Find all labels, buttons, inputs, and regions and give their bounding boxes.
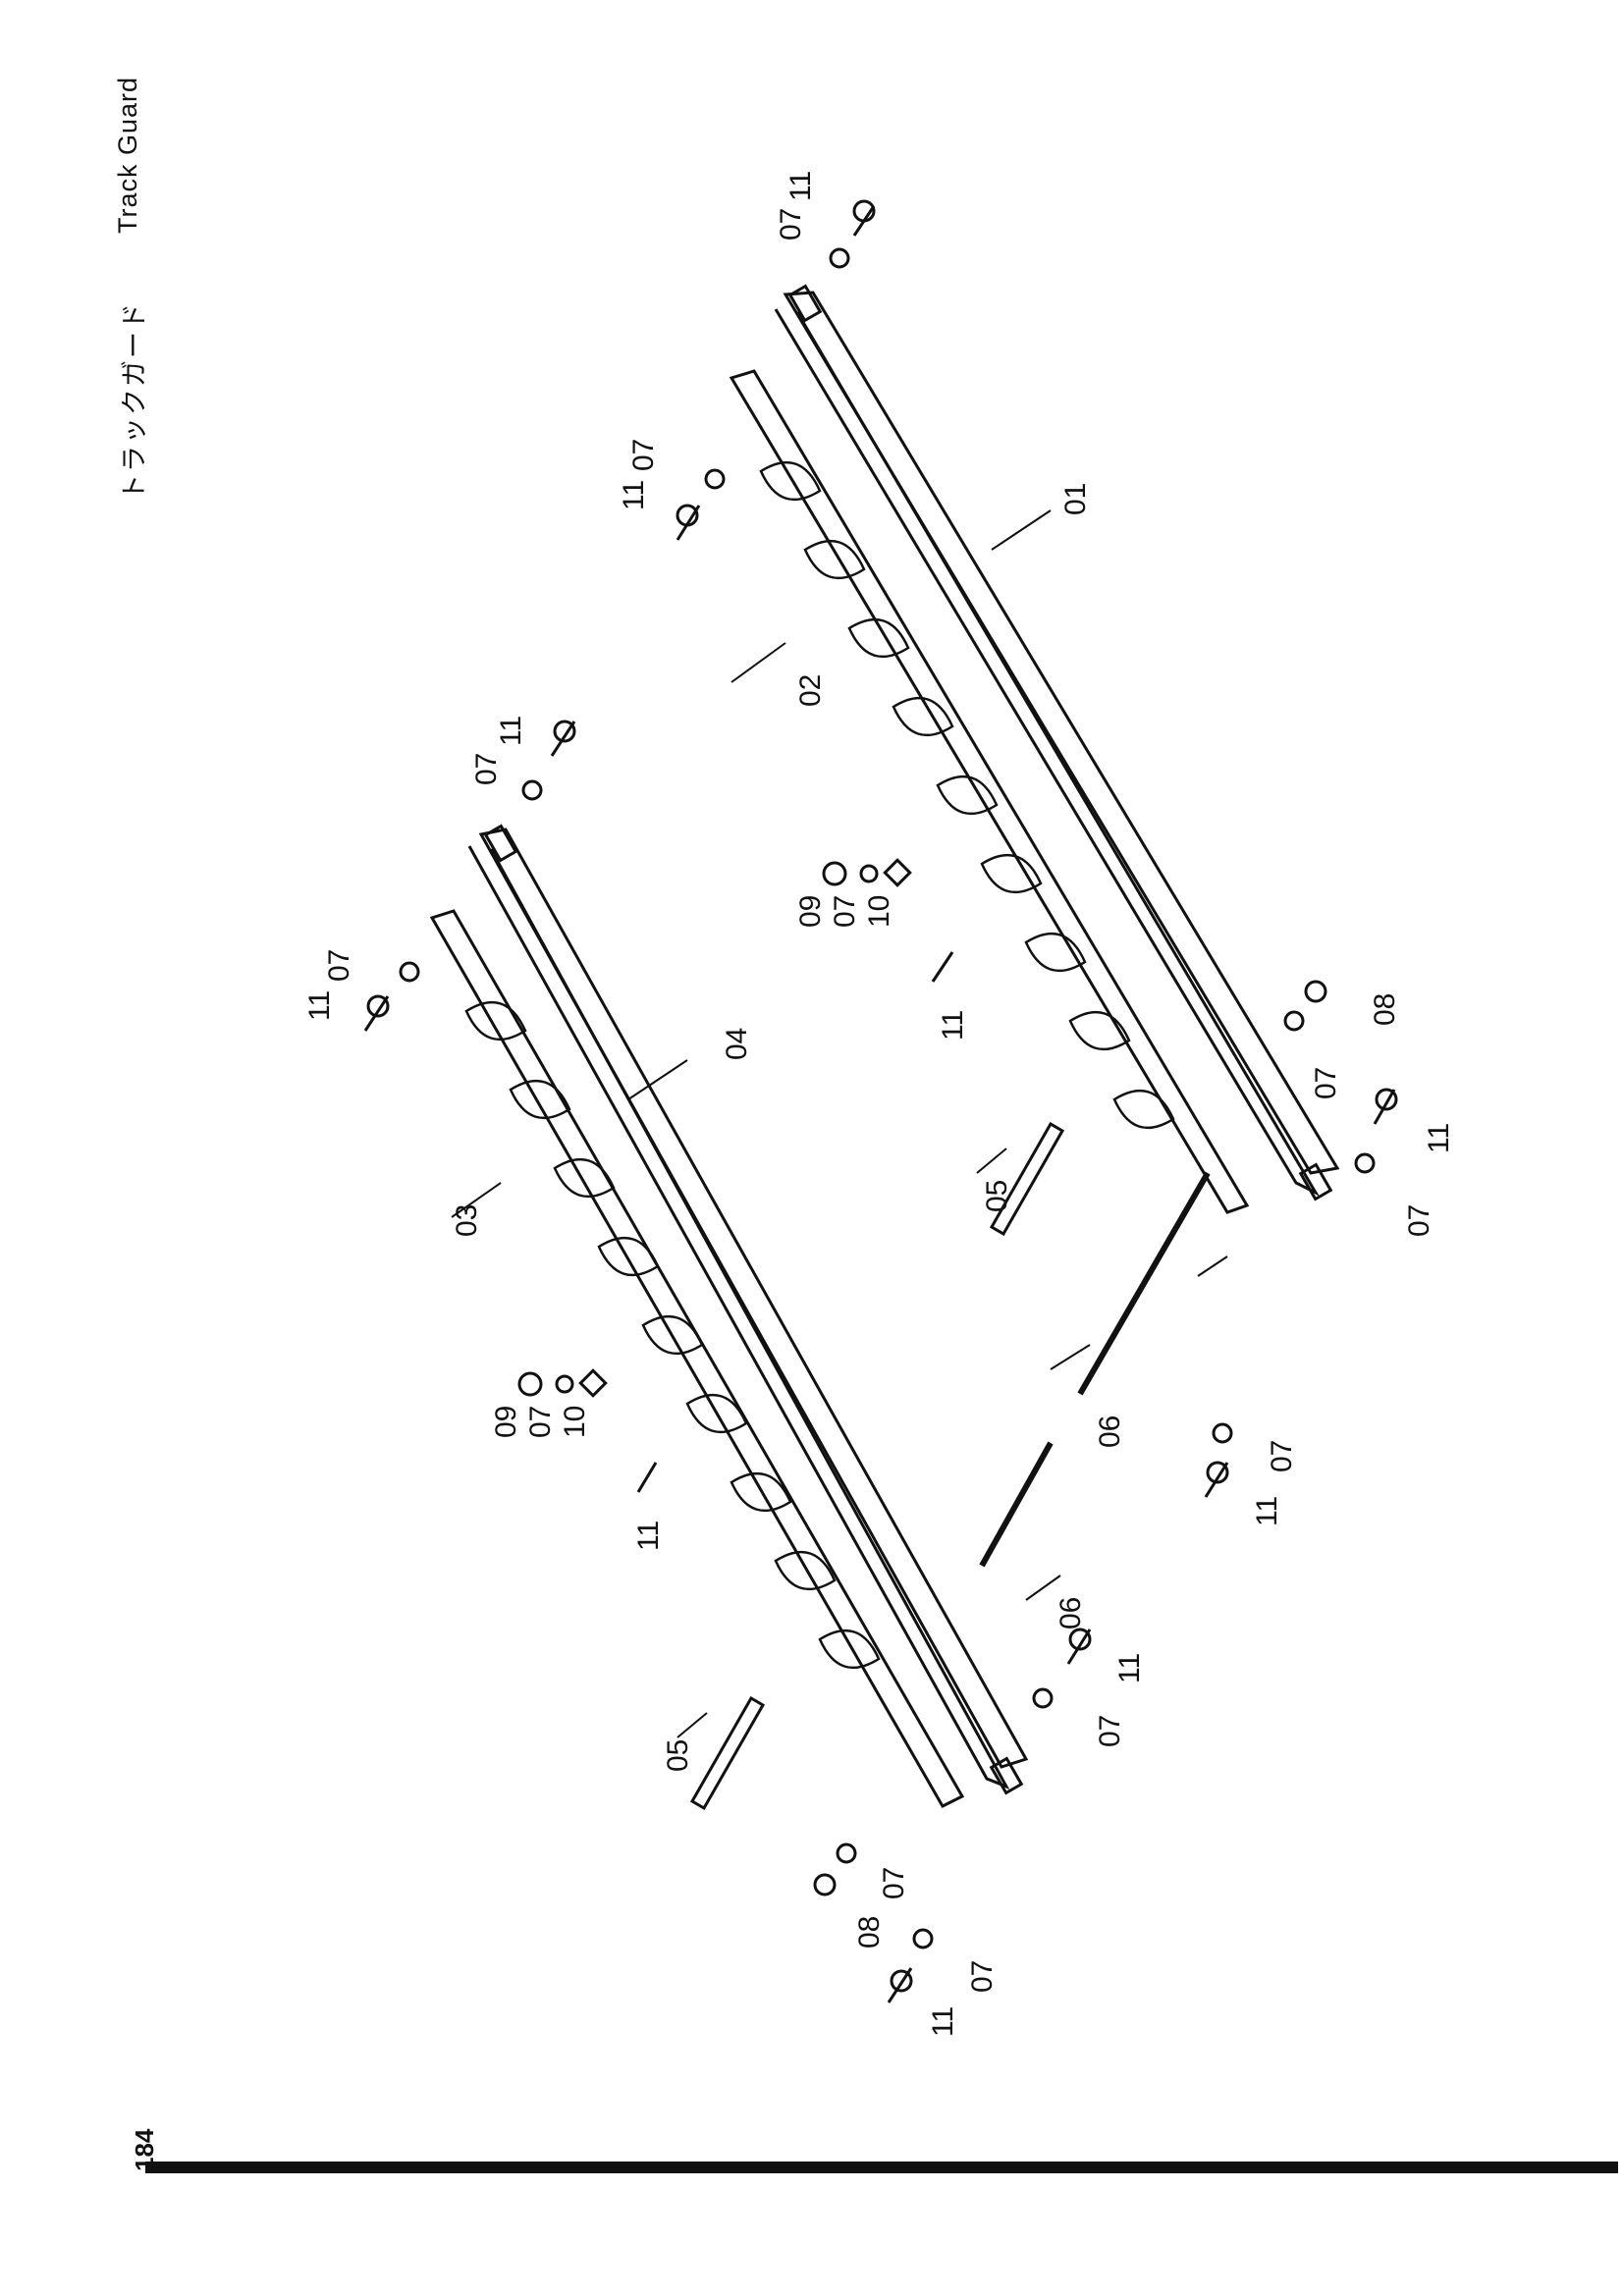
callout-11-b: 11 bbox=[618, 480, 650, 510]
bolt-11-b bbox=[676, 504, 701, 541]
callout-labels: 01 02 04 03 05 06 06 05 11 07 07 11 07 1… bbox=[303, 171, 1455, 2037]
right-guard-assembly bbox=[729, 284, 1340, 1396]
nut-09-r bbox=[822, 861, 847, 886]
bolt-11-g bbox=[1204, 1461, 1229, 1498]
washer-07-c bbox=[521, 779, 543, 801]
callout-05-left: 05 bbox=[662, 1739, 694, 1772]
callout-07-r: 07 bbox=[829, 895, 861, 928]
callout-07-f: 07 bbox=[1403, 1204, 1435, 1237]
callout-11-c: 11 bbox=[495, 716, 527, 746]
pin-05-right bbox=[989, 1121, 1065, 1237]
plate-10-l bbox=[578, 1368, 608, 1398]
plate-03 bbox=[429, 909, 965, 1808]
plate-10-r bbox=[883, 858, 912, 887]
callout-06-right: 06 bbox=[1094, 1415, 1126, 1448]
right-guard-tab-top bbox=[787, 284, 823, 323]
bolt-11-a bbox=[852, 199, 876, 237]
rail-01-flange bbox=[774, 308, 1320, 1197]
bolt-11-c bbox=[550, 720, 576, 757]
callout-11-l: 11 bbox=[632, 1521, 665, 1551]
bolt-11-r bbox=[931, 951, 954, 983]
callout-04: 04 bbox=[721, 1028, 753, 1060]
callout-08-l: 08 bbox=[853, 1916, 886, 1949]
callout-07-a: 07 bbox=[775, 208, 807, 240]
washer-07-a bbox=[829, 247, 850, 269]
callout-07-b: 07 bbox=[627, 439, 660, 471]
callout-10-r: 10 bbox=[863, 895, 895, 928]
left-guard-assembly bbox=[429, 824, 1054, 1811]
left-guard-tab-top bbox=[483, 824, 518, 863]
washer-07-r bbox=[859, 864, 879, 883]
nut-08-r bbox=[1304, 980, 1327, 1003]
washer-07-h bbox=[1032, 1687, 1054, 1709]
callout-07-h: 07 bbox=[1094, 1715, 1126, 1747]
callout-11-j: 11 bbox=[927, 2006, 959, 2037]
callout-09-r: 09 bbox=[794, 895, 827, 928]
callout-02: 02 bbox=[794, 674, 827, 707]
callout-11-e: 11 bbox=[1423, 1123, 1455, 1153]
washer-07-d bbox=[399, 961, 420, 983]
leader-lines bbox=[451, 509, 1228, 1738]
fasteners bbox=[363, 199, 1398, 2003]
bolt-11-h bbox=[1066, 1628, 1092, 1665]
callout-05-right: 05 bbox=[981, 1180, 1013, 1212]
callout-09-l: 09 bbox=[490, 1406, 522, 1438]
plate-02 bbox=[729, 369, 1250, 1214]
bolt-11-d bbox=[363, 994, 390, 1032]
callout-07-g: 07 bbox=[1266, 1440, 1298, 1472]
left-guard-tab-bottom bbox=[989, 1756, 1024, 1795]
rail-04 bbox=[478, 828, 1029, 1769]
washer-07-g bbox=[1212, 1422, 1233, 1444]
callout-07-i: 07 bbox=[878, 1867, 910, 1899]
callout-10-l: 10 bbox=[559, 1406, 591, 1438]
callout-11-r: 11 bbox=[937, 1010, 969, 1041]
rail-01 bbox=[783, 291, 1340, 1175]
left-guard-brackets bbox=[464, 1000, 881, 1670]
callout-03: 03 bbox=[451, 1204, 483, 1237]
washer-07-j bbox=[912, 1928, 934, 1949]
rail-04-flange bbox=[467, 845, 1010, 1789]
callout-01: 01 bbox=[1059, 483, 1092, 515]
washer-07-l bbox=[555, 1374, 574, 1394]
callout-07-d: 07 bbox=[323, 949, 355, 982]
callout-11-g: 11 bbox=[1251, 1496, 1283, 1526]
washer-07-e bbox=[1283, 1010, 1305, 1032]
bolt-06-left bbox=[979, 1441, 1054, 1568]
nut-09-l bbox=[517, 1371, 543, 1397]
callout-11-h: 11 bbox=[1113, 1653, 1146, 1683]
bolt-11-j bbox=[887, 1967, 913, 2003]
callout-06-left: 06 bbox=[1055, 1597, 1087, 1629]
footer-rule bbox=[145, 2162, 1618, 2173]
right-guard-brackets bbox=[759, 460, 1175, 1130]
bolt-06-right bbox=[1077, 1171, 1211, 1396]
right-guard-tab-bottom bbox=[1298, 1162, 1333, 1201]
callout-11-a: 11 bbox=[784, 171, 817, 201]
callout-07-c: 07 bbox=[470, 753, 503, 785]
bolt-11-e bbox=[1373, 1088, 1398, 1125]
washer-07-f bbox=[1354, 1152, 1376, 1174]
washer-07-i bbox=[836, 1842, 857, 1864]
callout-07-e: 07 bbox=[1310, 1067, 1342, 1099]
nut-08-l bbox=[813, 1873, 837, 1896]
callout-08-r: 08 bbox=[1369, 993, 1401, 1026]
callout-11-d: 11 bbox=[303, 990, 336, 1021]
callout-07-j: 07 bbox=[966, 1960, 999, 1993]
bolt-11-l bbox=[636, 1462, 658, 1493]
callout-07-l: 07 bbox=[524, 1406, 557, 1438]
washer-07-b bbox=[704, 468, 726, 490]
pin-05-left bbox=[689, 1695, 766, 1811]
